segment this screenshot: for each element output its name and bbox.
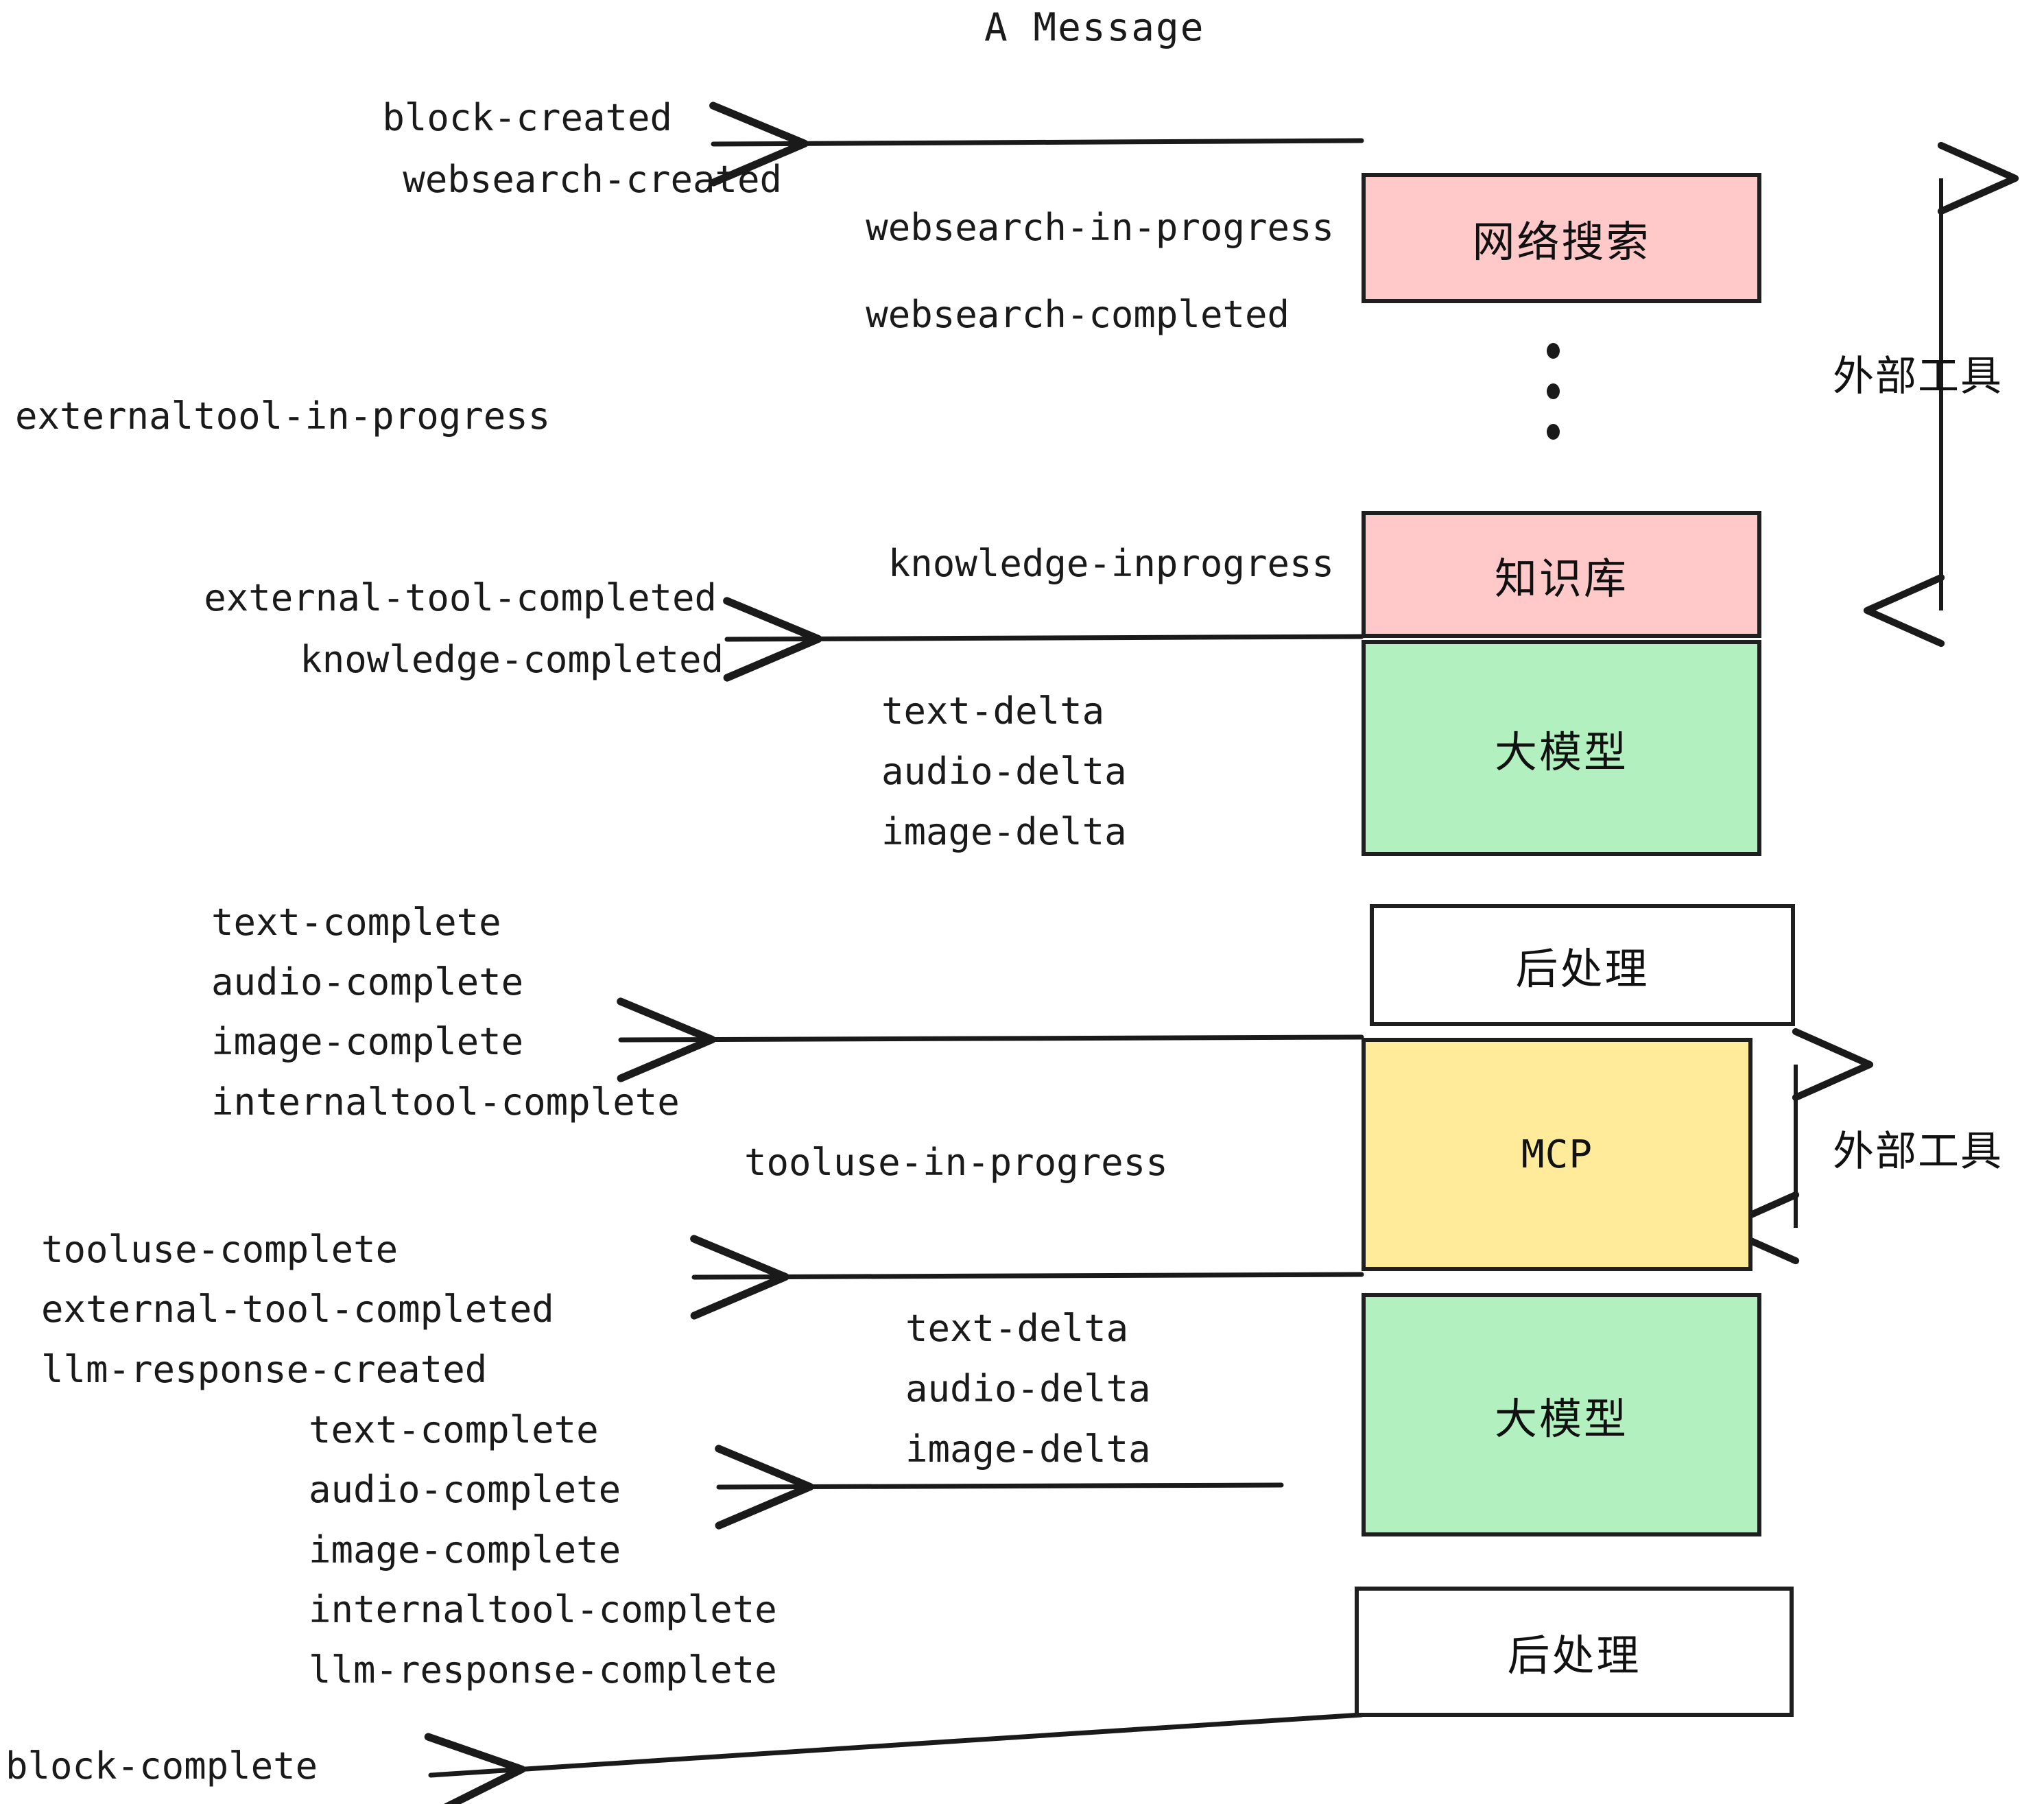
box-mcp: MCP: [1362, 1038, 1752, 1271]
event-image-complete-1: image-complete: [211, 1020, 524, 1063]
vertical-ellipsis: [1547, 343, 1560, 440]
event-text-complete-2: text-complete: [309, 1408, 599, 1451]
arrow-mcp-to-tooluse-complete: [690, 1235, 1364, 1320]
box-knowledge-label: 知识库: [1494, 553, 1628, 604]
box-postprocess-top: 后处理: [1370, 904, 1795, 1026]
event-image-delta-2: image-delta: [905, 1427, 1151, 1471]
event-externaltool-in-progress: externaltool-in-progress: [15, 394, 551, 438]
event-block-complete: block-complete: [5, 1744, 318, 1788]
box-websearch: 网络搜索: [1362, 173, 1761, 303]
event-text-complete-1: text-complete: [211, 901, 501, 944]
box-llm-bottom-label: 大模型: [1494, 1393, 1628, 1444]
event-knowledge-completed: knowledge-completed: [300, 638, 724, 681]
arrow-postprocess-to-block-complete: [424, 1712, 1364, 1804]
event-text-delta-2: text-delta: [905, 1307, 1129, 1350]
box-websearch-label: 网络搜索: [1472, 217, 1651, 267]
event-knowledge-inprogress: knowledge-inprogress: [888, 542, 1334, 585]
event-audio-delta-1: audio-delta: [881, 750, 1127, 793]
box-llm-top: 大模型: [1362, 640, 1761, 856]
arrow-postprocess-to-image-complete: [617, 997, 1364, 1082]
page-title: A Message: [984, 5, 1205, 50]
event-websearch-completed: websearch-completed: [866, 293, 1290, 336]
event-image-delta-1: image-delta: [881, 810, 1127, 853]
side-label-external-tool-bottom: 外部工具: [1833, 1128, 2003, 1176]
event-external-tool-completed-1: external-tool-completed: [204, 576, 717, 619]
box-llm-top-label: 大模型: [1494, 726, 1628, 777]
box-postprocess-top-label: 后处理: [1515, 944, 1650, 994]
event-external-tool-completed-2: external-tool-completed: [41, 1287, 554, 1331]
box-knowledge: 知识库: [1362, 511, 1761, 638]
event-websearch-in-progress: websearch-in-progress: [866, 206, 1334, 249]
box-llm-bottom: 大模型: [1362, 1293, 1761, 1536]
event-llm-response-created: llm-response-created: [41, 1348, 488, 1391]
event-internaltool-complete-2: internaltool-complete: [309, 1588, 777, 1631]
event-audio-delta-2: audio-delta: [905, 1367, 1151, 1410]
event-block-created: block-created: [382, 96, 672, 139]
event-internaltool-complete-1: internaltool-complete: [211, 1080, 680, 1124]
arrow-knowledge-to-knowledge-completed: [723, 597, 1364, 682]
box-postprocess-bottom-label: 后处理: [1507, 1630, 1641, 1681]
box-postprocess-bottom: 后处理: [1355, 1587, 1794, 1717]
event-audio-complete-1: audio-complete: [211, 960, 524, 1004]
event-llm-response-complete: llm-response-complete: [309, 1648, 777, 1692]
event-tooluse-complete: tooluse-complete: [41, 1228, 399, 1271]
box-mcp-label: MCP: [1521, 1132, 1593, 1177]
arrow-llm-to-audio-complete: [715, 1445, 1284, 1530]
arrow-websearch-to-block-created: [709, 102, 1364, 187]
side-label-external-tool-top: 外部工具: [1833, 353, 2003, 401]
event-audio-complete-2: audio-complete: [309, 1468, 621, 1511]
event-image-complete-2: image-complete: [309, 1528, 621, 1571]
event-tooluse-in-progress: tooluse-in-progress: [744, 1141, 1168, 1184]
event-websearch-created: websearch-created: [403, 158, 782, 201]
event-text-delta-1: text-delta: [881, 689, 1105, 733]
